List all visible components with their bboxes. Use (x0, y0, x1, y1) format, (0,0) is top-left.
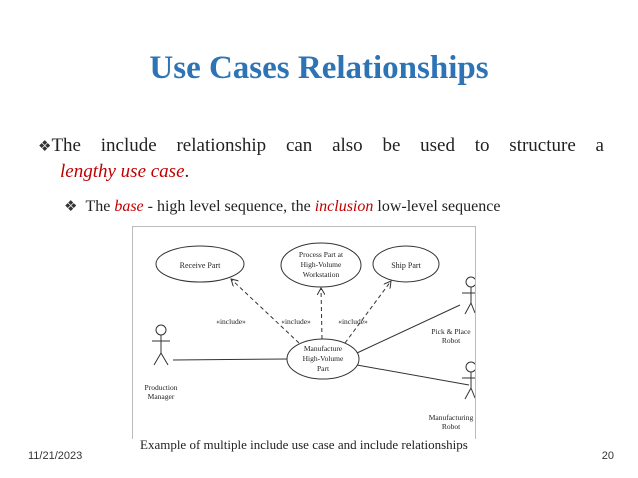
manufacture-label-3: Part (317, 364, 330, 373)
bullet-line-2: lengthy use case. (38, 159, 604, 185)
word: relationship (176, 135, 267, 156)
word: The (51, 135, 81, 156)
include-label-receive: «include» (216, 317, 246, 326)
pick-place-robot-actor (462, 276, 477, 315)
text-end: low-level sequence (373, 198, 501, 215)
word: a (595, 135, 604, 156)
receive-part-use-case (155, 245, 245, 283)
production-manager-actor (152, 324, 170, 366)
pick-place-robot-label-1: Pick & Place (431, 327, 471, 336)
association-pick-place-robot (356, 304, 461, 354)
word: to (474, 135, 490, 156)
word: also (332, 135, 363, 156)
period: . (184, 161, 190, 182)
diagram-caption: Example of multiple include use case and… (140, 437, 468, 452)
manufacture-label-1: Manufacture (304, 344, 343, 353)
include-label-process: «include» (281, 317, 311, 326)
process-part-label-3: Workstation (303, 270, 340, 279)
ship-part-use-case (372, 245, 440, 283)
bullet-line-1: ❖The include relationship can also be us… (38, 133, 604, 159)
manufacturing-robot-label-1: Manufacturing (429, 413, 474, 422)
include-arrow-receive (231, 279, 300, 344)
word: used (420, 135, 455, 156)
bullet-base-inclusion: ❖ The base - high level sequence, the in… (64, 197, 500, 216)
slide-page-number: 20 (601, 450, 614, 462)
bullet-diamond-icon: ❖The (38, 135, 81, 156)
manufacturing-robot-actor (462, 361, 477, 400)
include-arrow-ship (344, 281, 391, 344)
include-label-ship: «include» (338, 317, 368, 326)
word: include (100, 135, 157, 156)
association-production-manager (172, 358, 288, 361)
include-arrow-process (321, 288, 322, 340)
word: can (285, 135, 313, 156)
bullet-include-relationship: ❖The include relationship can also be us… (38, 133, 604, 185)
process-part-label-1: Process Part at (299, 250, 344, 259)
manufacture-label-2: High-Volume (303, 354, 344, 363)
base-emphasis: base (114, 198, 144, 215)
text-start: The (85, 198, 115, 215)
slide-date: 11/21/2023 (28, 450, 83, 462)
word: be (382, 135, 401, 156)
production-manager-label-2: Manager (148, 392, 175, 401)
use-case-diagram: Receive Part Process Part at High-Volume… (132, 226, 477, 439)
slide-title: Use Cases Relationships (149, 50, 489, 86)
lengthy-use-case-emphasis: lengthy use case (60, 161, 185, 182)
use-case-diagram-svg: Receive Part Process Part at High-Volume… (145, 242, 477, 431)
manufacturing-robot-label-2: Robot (442, 422, 461, 431)
ship-part-label: Ship Part (391, 261, 421, 270)
word: structure (509, 135, 576, 156)
inclusion-emphasis: inclusion (314, 198, 374, 215)
association-manufacturing-robot (356, 364, 470, 386)
pick-place-robot-label-2: Robot (442, 336, 461, 345)
text-mid: - high level sequence, the (143, 198, 315, 215)
bullet-diamond-icon: ❖ (64, 197, 78, 215)
production-manager-label-1: Production (145, 383, 178, 392)
receive-part-label: Receive Part (180, 261, 221, 270)
process-part-label-2: High-Volume (301, 260, 342, 269)
